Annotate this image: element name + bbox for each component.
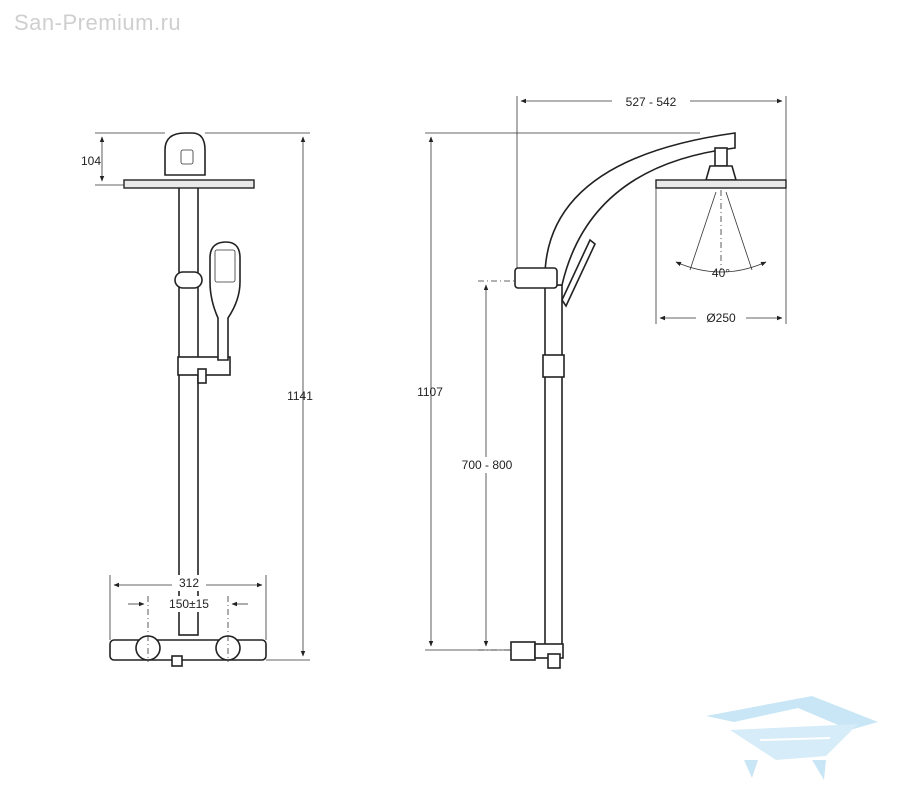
- dim-front-top: 104: [81, 154, 101, 168]
- side-slider: [514, 267, 558, 289]
- front-top-connector: [164, 132, 206, 176]
- side-holder: [542, 354, 565, 378]
- side-curved-arm: [544, 132, 736, 286]
- front-view: 104 1141 312 150±15: [81, 132, 313, 667]
- dim-side-slide: 700 - 800: [462, 458, 513, 472]
- side-view: 40° 527 - 542 1107 700 - 800 Ø250: [417, 93, 787, 669]
- side-rail: [544, 284, 563, 648]
- dim-front-height: 1141: [287, 389, 313, 403]
- front-thermostat-body: [109, 639, 267, 661]
- front-shower-head: [123, 179, 255, 189]
- front-slider-knob: [174, 271, 203, 289]
- side-shower-head: [655, 179, 787, 189]
- dim-front-width: 312: [179, 576, 199, 590]
- dim-front-centers: 150±15: [169, 597, 209, 611]
- side-hand-shower: [561, 238, 596, 308]
- dim-side-height: 1107: [417, 385, 443, 399]
- dim-side-reach: 527 - 542: [626, 95, 677, 109]
- dim-spray-angle: 40°: [712, 266, 730, 280]
- dim-head-diameter: Ø250: [706, 311, 736, 325]
- front-hand-shower: [209, 241, 241, 361]
- bathtub-logo: [706, 696, 878, 780]
- site-watermark: San-Premium.ru: [14, 10, 182, 35]
- front-rail: [178, 184, 199, 636]
- side-wall-connector: [510, 641, 536, 661]
